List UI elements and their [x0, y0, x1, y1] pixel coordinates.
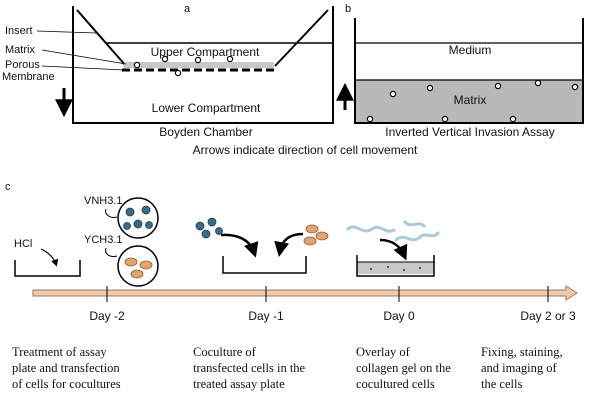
ych-dish	[117, 245, 159, 287]
caption-boyden-chamber: Boyden Chamber	[159, 125, 252, 139]
vnh-cells-icon	[123, 205, 153, 230]
panel-b-inverted-assay: b Medium Matrix Inverted Vertical Invasi…	[336, 3, 584, 139]
label-membrane: Membrane	[2, 71, 55, 83]
label-matrix-b: Matrix	[454, 93, 487, 107]
cocultured-cells-dots	[370, 266, 421, 271]
label-porous: Porous	[5, 59, 40, 71]
day-label-1: Day -2	[89, 309, 125, 323]
matrix-layer	[124, 62, 274, 68]
hcl-arrow-icon	[40, 248, 59, 267]
label-ych: YCH3.1	[84, 234, 123, 246]
leader-matrix	[41, 49, 127, 65]
panel-a-boyden-chamber: a Insert Matrix Porous Membrane Upper Co…	[2, 3, 334, 139]
collagen-gel-layer	[357, 262, 434, 274]
coculture-arrow-left-icon	[220, 233, 259, 258]
assay-plate-2	[222, 256, 307, 274]
label-matrix: Matrix	[5, 44, 35, 56]
leader-membrane	[41, 65, 125, 71]
vnh-dish	[117, 197, 159, 239]
label-vnh: VNH3.1	[84, 195, 123, 207]
leader-insert	[36, 30, 97, 34]
insert-right-wall	[274, 9, 329, 67]
label-upper-compartment: Upper Compartment	[151, 45, 260, 59]
ych-cells-icon	[124, 257, 153, 279]
arrows-note: Arrows indicate direction of cell moveme…	[193, 143, 418, 157]
day-label-3: Day 0	[383, 309, 415, 323]
cells-in-matrix	[366, 79, 579, 123]
overlay-arrow-icon	[379, 238, 408, 261]
panel-c-letter: c	[5, 181, 11, 193]
matrix-fill	[355, 80, 583, 123]
panel-b-letter: b	[345, 3, 351, 15]
label-insert: Insert	[5, 25, 33, 37]
cells-on-matrix	[133, 55, 234, 77]
lower-compartment-well	[72, 6, 334, 124]
blue-cells-cluster-icon	[195, 217, 223, 239]
day-label-2: Day -1	[248, 309, 284, 323]
ych-leader	[105, 247, 118, 257]
day-label-4: Day 2 or 3	[520, 309, 576, 323]
vnh-leader	[105, 208, 118, 218]
label-medium: Medium	[449, 43, 492, 57]
timeline-arrow	[32, 285, 578, 301]
assay-plate-3	[356, 255, 435, 277]
caption-inverted-assay: Inverted Vertical Invasion Assay	[385, 125, 554, 139]
assay-well	[354, 18, 584, 124]
timeline-ticks	[106, 286, 549, 302]
assay-plate-1	[14, 260, 81, 277]
panel-c-timeline: c HCl VNH3.1 YCH3.1	[5, 181, 578, 323]
label-lower-compartment: Lower Compartment	[152, 101, 261, 115]
panel-a-letter: a	[184, 3, 191, 15]
insert-left-wall	[76, 9, 127, 67]
step-caption-1: Treatment of assay plate and transfectio…	[12, 345, 121, 391]
step-caption-3: Overlay of collagen gel on the coculture…	[356, 345, 451, 391]
collagen-fibers-icon	[346, 220, 440, 242]
orange-cells-cluster-icon	[303, 224, 329, 246]
step-caption-2: Coculture of transfected cells in the tr…	[193, 345, 306, 391]
step-caption-4: Fixing, staining, and imaging of the cel…	[481, 345, 563, 391]
label-hcl: HCl	[14, 238, 32, 250]
coculture-arrow-right-icon	[274, 232, 304, 257]
